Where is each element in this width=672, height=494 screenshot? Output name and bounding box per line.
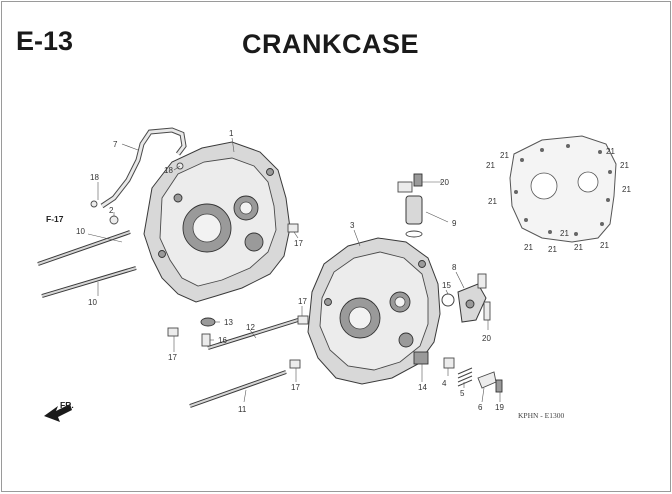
callout-21-a: 21 (500, 151, 509, 160)
reference-label-f17: F-17 (46, 214, 64, 224)
callout-4: 4 (442, 379, 447, 388)
small-fittings (90, 162, 216, 347)
callout-21-k: 21 (600, 241, 609, 250)
callout-5: 5 (460, 389, 465, 398)
shift-drum-stopper-parts (413, 273, 503, 393)
left-crankcase-half (143, 141, 291, 303)
callout-19: 19 (495, 403, 504, 412)
callout-17-d: 17 (291, 383, 300, 392)
leader-lines (87, 137, 501, 403)
callout-numbers: 1 2 3 4 5 6 7 8 9 10 10 11 12 13 14 15 1… (76, 129, 631, 414)
callout-11: 11 (238, 405, 247, 414)
callout-16: 16 (218, 336, 227, 345)
callout-21-e: 21 (620, 161, 629, 170)
breather-tube (100, 127, 187, 209)
callout-21-c: 21 (488, 197, 497, 206)
section-code: E-13 (16, 26, 74, 56)
callout-14: 14 (418, 383, 427, 392)
callout-17-c: 17 (298, 297, 307, 306)
callout-7: 7 (113, 140, 118, 149)
callout-8: 8 (452, 263, 457, 272)
callout-18-b: 18 (164, 166, 173, 175)
callout-17-a: 17 (294, 239, 303, 248)
sensor-assembly (397, 173, 423, 238)
callout-21-j: 21 (574, 243, 583, 252)
callout-21-f: 21 (622, 185, 631, 194)
callout-15: 15 (442, 281, 451, 290)
callout-21-i: 21 (560, 229, 569, 238)
crankcase-gasket (509, 135, 617, 243)
callout-17-b: 17 (168, 353, 177, 362)
callout-18-a: 18 (90, 173, 99, 182)
callout-21-h: 21 (548, 245, 557, 254)
callout-21-g: 21 (524, 243, 533, 252)
callout-9: 9 (452, 219, 457, 228)
right-crankcase-half (307, 237, 441, 385)
callout-21-d: 21 (606, 147, 615, 156)
callout-12: 12 (246, 323, 255, 332)
callout-21-b: 21 (486, 161, 495, 170)
drawing-code: KPHN - E1300 (518, 411, 564, 420)
callout-10-upper: 10 (76, 227, 85, 236)
callout-20-a: 20 (440, 178, 449, 187)
front-direction-arrow (44, 404, 72, 422)
callout-1: 1 (229, 129, 234, 138)
callout-20-b: 20 (482, 334, 491, 343)
callout-13: 13 (224, 318, 233, 327)
page-title: CRANKCASE (242, 29, 420, 59)
dowel-pins (167, 223, 309, 369)
callout-10-lower: 10 (88, 298, 97, 307)
callout-3: 3 (350, 221, 355, 230)
front-label: FR. (60, 400, 74, 410)
callout-2: 2 (109, 206, 114, 215)
callout-6: 6 (478, 403, 483, 412)
